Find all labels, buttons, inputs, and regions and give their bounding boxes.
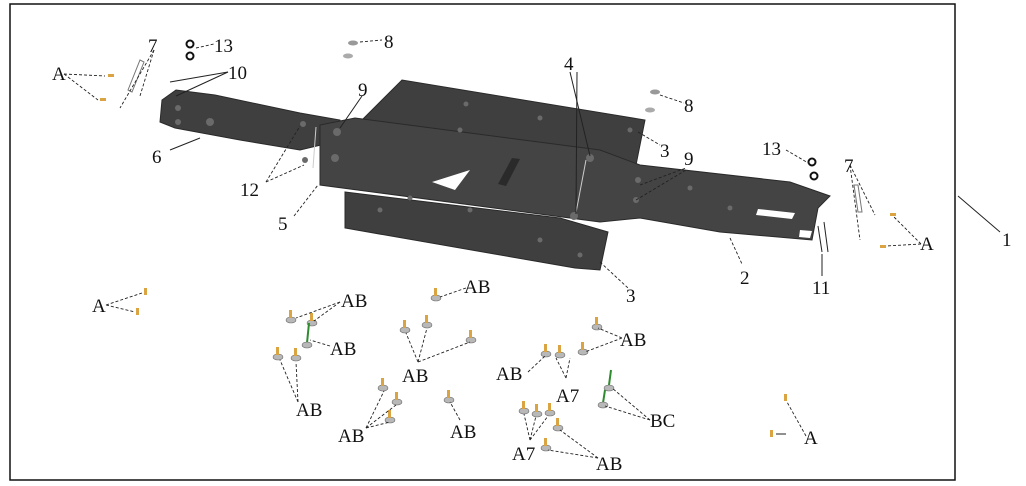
callout-label-ab: AB: [296, 400, 322, 421]
callout-label-13: 13: [762, 139, 781, 160]
callout-label-3: 3: [660, 141, 670, 162]
callout-label-a7: A7: [556, 386, 579, 407]
callout-label-8: 8: [384, 32, 394, 53]
callout-label-2: 2: [740, 268, 750, 289]
main-chassis-plate: [319, 117, 831, 241]
callout-labels: 1 2 3 3 4 5 6 7 7 8 8 9 9 10 11 12 13 13…: [52, 32, 1012, 475]
callout-label-9: 9: [684, 149, 694, 170]
callout-label-a: A: [804, 428, 818, 449]
callout-label-ab: AB: [464, 277, 490, 298]
diagram-frame: [9, 3, 956, 481]
hardware-parts: [100, 39, 896, 452]
end-tab-a: [799, 230, 812, 238]
callout-label-ab: AB: [330, 339, 356, 360]
callout-label-ab: AB: [338, 426, 364, 447]
callout-label-ab: AB: [402, 366, 428, 387]
seam-line: [312, 126, 317, 169]
rear-slot: [756, 209, 795, 219]
callout-label-ab: AB: [341, 291, 367, 312]
callout-label-1: 1: [1002, 230, 1012, 251]
green-standoffs: [301, 322, 615, 409]
callout-label-ab: AB: [620, 330, 646, 351]
callout-label-6: 6: [152, 147, 162, 168]
callout-label-bc: BC: [650, 411, 675, 432]
callout-label-9: 9: [358, 80, 368, 101]
chassis-assembly: [159, 79, 831, 271]
callout-label-11: 11: [812, 278, 830, 299]
callout-label-12: 12: [240, 180, 259, 201]
callout-label-ab: AB: [596, 454, 622, 475]
slot-cutout: [498, 158, 520, 186]
callout-label-7: 7: [844, 156, 854, 177]
ab-bolts: [272, 288, 603, 452]
leader-lines: [63, 39, 1001, 459]
callout-label-a: A: [52, 64, 66, 85]
callout-label-a: A: [92, 296, 106, 317]
callout-label-10: 10: [228, 63, 247, 84]
lower-skid-plate: [344, 191, 609, 271]
callout-label-8: 8: [684, 96, 694, 117]
callout-label-7: 7: [148, 36, 158, 57]
callout-label-4: 4: [564, 54, 574, 75]
callout-label-5: 5: [278, 214, 288, 235]
callout-label-3: 3: [626, 286, 636, 307]
triangle-cutout: [432, 170, 470, 190]
callout-label-13: 13: [214, 36, 233, 57]
callout-label-a: A: [920, 234, 934, 255]
seam-line: [574, 159, 587, 219]
callout-label-a7: A7: [512, 444, 535, 465]
callout-label-ab: AB: [496, 364, 522, 385]
callout-label-ab: AB: [450, 422, 476, 443]
